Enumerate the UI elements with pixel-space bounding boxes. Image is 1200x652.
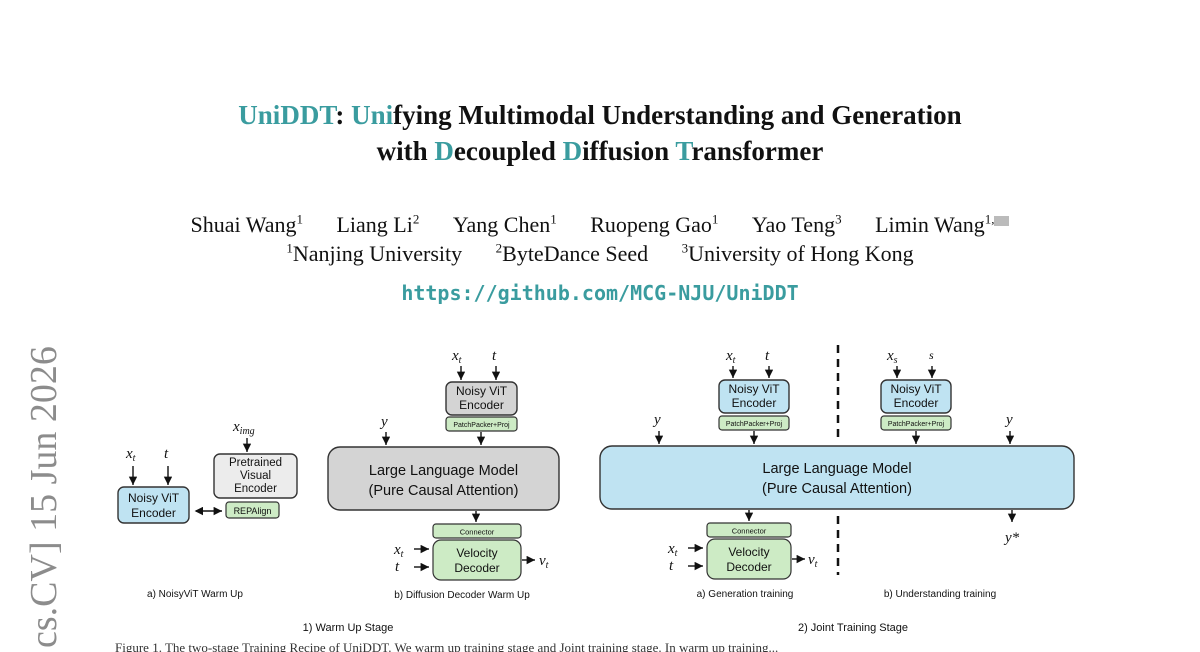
training-recipe-figure: .lbl { font-family:"Liberation Sans", sa… xyxy=(117,345,1075,634)
velocity-decoder-box xyxy=(432,539,522,581)
encoder-label: Encoder xyxy=(894,396,939,410)
affiliation: 2ByteDance Seed xyxy=(495,241,649,267)
var-y: y xyxy=(1004,412,1013,428)
panel-caption: a) NoisyViT Warm Up xyxy=(147,589,243,600)
affiliation: 1Nanjing University xyxy=(286,241,463,267)
author: Limin Wang1, xyxy=(875,212,1010,237)
var-xt: xt xyxy=(451,348,462,366)
var-vt: vt xyxy=(808,552,818,570)
patchpacker-label: PatchPacker+Proj xyxy=(453,422,510,429)
stage-1-label: 1) Warm Up Stage xyxy=(303,622,394,634)
llm-box xyxy=(327,446,560,511)
panel-caption: a) Generation training xyxy=(697,589,794,600)
var-xt: xt xyxy=(667,541,678,559)
affiliation-list: 1Nanjing University 2ByteDance Seed 3Uni… xyxy=(0,241,1200,267)
repalign-label: REPAlign xyxy=(234,506,272,516)
encoder-label: Encoder xyxy=(732,396,777,410)
encoder-label: Encoder xyxy=(459,398,504,412)
var-t: t xyxy=(395,559,400,575)
paper-title-line-2: with Decoupled Diffusion Transformer xyxy=(0,133,1200,169)
shared-llm-box xyxy=(599,445,1075,510)
decoder-label: Decoder xyxy=(454,561,499,575)
llm-attention-label: (Pure Causal Attention) xyxy=(369,483,519,499)
email-icon xyxy=(994,216,1010,226)
title-highlight: T xyxy=(675,136,692,166)
var-xt: xt xyxy=(725,348,736,366)
noisy-vit-encoder-box xyxy=(880,379,952,414)
connector-box xyxy=(706,522,792,538)
title-text: with xyxy=(376,136,435,166)
var-t: t xyxy=(164,446,169,462)
connector-box xyxy=(432,523,522,539)
author: Yang Chen1 xyxy=(452,212,557,238)
title-highlight: Uni xyxy=(238,100,281,130)
panel-noisyvit-warmup: xt t Noisy ViT Encoder ximg Pretrained V… xyxy=(117,419,298,600)
patchpacker-label: PatchPacker+Proj xyxy=(726,421,783,428)
var-xs: xs xyxy=(886,348,898,366)
github-link[interactable]: https://github.com/MCG-NJU/UniDDT xyxy=(401,281,799,305)
patchpacker-label: PatchPacker+Proj xyxy=(888,421,945,428)
var-s: s xyxy=(929,348,934,362)
patchpacker-box xyxy=(445,416,518,432)
title-text: ransformer xyxy=(691,136,824,166)
pretrained-visual-encoder-box xyxy=(213,453,298,499)
pretrained-label: Pretrained xyxy=(229,457,282,469)
noisy-vit-encoder-box xyxy=(718,379,790,414)
title-highlight: D xyxy=(434,136,454,166)
title-highlight: DDT xyxy=(280,100,336,130)
title-text: : xyxy=(335,100,352,130)
var-t: t xyxy=(492,348,497,364)
llm-attention-label: (Pure Causal Attention) xyxy=(762,481,912,497)
velocity-label: Velocity xyxy=(728,545,769,559)
var-t: t xyxy=(765,348,770,364)
title-text: fying Multimodal Understanding and Gener… xyxy=(393,100,962,130)
velocity-label: Velocity xyxy=(456,546,497,560)
author: Yao Teng3 xyxy=(751,212,842,238)
noisy-vit-encoder-box xyxy=(445,381,518,416)
var-y: y xyxy=(379,414,388,430)
var-xt: xt xyxy=(125,446,136,464)
author: Ruopeng Gao1 xyxy=(590,212,719,238)
encoder-label: Encoder xyxy=(131,506,176,520)
velocity-decoder-box xyxy=(706,538,792,580)
noisy-vit-label: Noisy ViT xyxy=(728,382,780,396)
visual-label: Visual xyxy=(240,470,271,482)
panel-diffusion-decoder-warmup: xt t Noisy ViT Encoder PatchPacker+Proj … xyxy=(327,348,560,601)
noisy-vit-label: Noisy ViT xyxy=(456,384,508,398)
connector-label: Connector xyxy=(732,527,767,536)
author: Shuai Wang1 xyxy=(190,212,303,238)
noisy-vit-label: Noisy ViT xyxy=(890,382,942,396)
title-text: iffusion xyxy=(582,136,676,166)
decoder-label: Decoder xyxy=(726,560,771,574)
figure-caption: Figure 1. The two-stage Training Recipe … xyxy=(115,640,779,652)
noisy-vit-encoder-box xyxy=(117,486,190,524)
patchpacker-box xyxy=(718,415,790,431)
var-ystar: y* xyxy=(1003,530,1020,546)
var-xt: xt xyxy=(393,542,404,560)
title-highlight: D xyxy=(562,136,583,166)
encoder-label: Encoder xyxy=(234,483,277,495)
panel-joint-training: xt t Noisy ViT Encoder PatchPacker+Proj … xyxy=(599,345,1075,600)
var-vt: vt xyxy=(539,553,549,571)
paper-title-line-1: UniDDT: Unifying Multimodal Understandin… xyxy=(0,97,1200,133)
affiliation: 3University of Hong Kong xyxy=(681,241,914,267)
repalign-box xyxy=(225,501,280,519)
title-text: ecoupled xyxy=(453,136,563,166)
patchpacker-box xyxy=(880,415,952,431)
llm-label: Large Language Model xyxy=(369,463,518,479)
var-y: y xyxy=(652,412,661,428)
llm-label: Large Language Model xyxy=(762,461,911,477)
author: Liang Li2 xyxy=(336,212,420,238)
var-t: t xyxy=(669,558,674,574)
panel-caption: b) Understanding training xyxy=(884,589,996,600)
noisy-vit-label: Noisy ViT xyxy=(128,491,180,505)
author-list: Shuai Wang1 Liang Li2 Yang Chen1 Ruopeng… xyxy=(0,212,1200,238)
panel-caption: b) Diffusion Decoder Warm Up xyxy=(394,590,530,601)
title-highlight: Uni xyxy=(351,100,394,130)
stage-2-label: 2) Joint Training Stage xyxy=(798,622,908,634)
connector-label: Connector xyxy=(460,528,495,537)
var-ximg: ximg xyxy=(232,419,255,437)
